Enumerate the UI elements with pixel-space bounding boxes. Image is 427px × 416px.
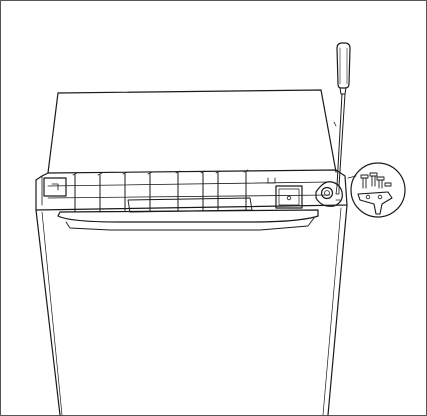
detail-callout-circle xyxy=(347,162,406,218)
front-hinge-frame xyxy=(35,169,348,213)
refrigerator-cabinet xyxy=(35,204,348,416)
cabinet-top-panel xyxy=(47,89,337,174)
door-handle-bar xyxy=(57,209,319,231)
screw-set xyxy=(360,172,392,189)
hinge-plate-detail xyxy=(357,191,393,215)
hinge-bracket xyxy=(315,181,343,207)
screwdriver xyxy=(335,42,351,195)
